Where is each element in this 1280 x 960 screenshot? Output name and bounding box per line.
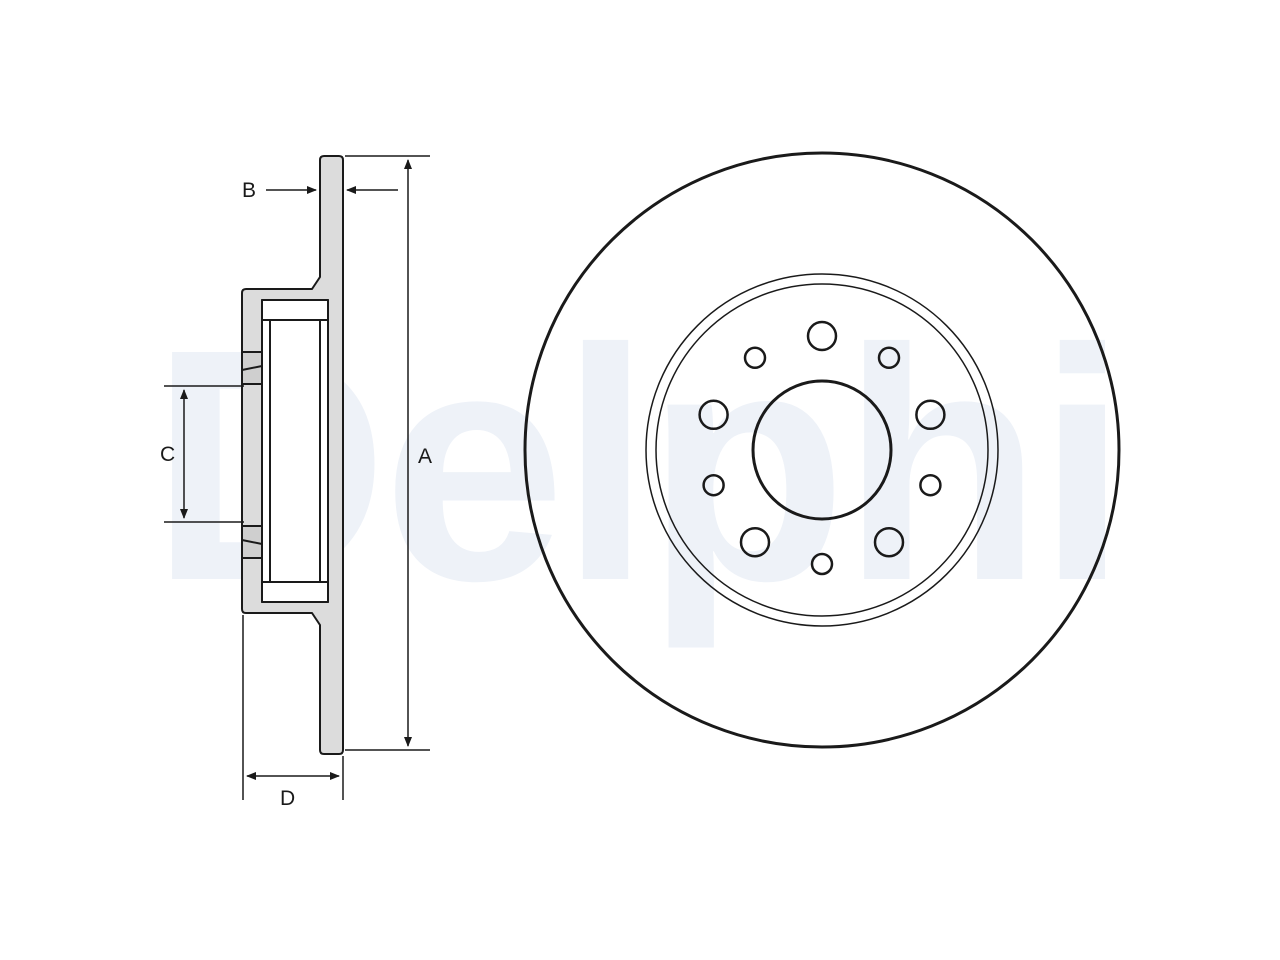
dimension-a	[345, 155, 430, 751]
locating-hole	[919, 473, 942, 497]
hat-outer-ring	[645, 273, 999, 627]
dimension-c	[164, 385, 244, 523]
locating-hole	[743, 346, 767, 370]
center-bore	[751, 379, 893, 521]
disc-outer-edge	[523, 151, 1121, 749]
hat-inner-ring	[655, 283, 989, 617]
side-section-view	[241, 155, 344, 755]
bolt-hole	[739, 526, 771, 558]
label-b: B	[242, 179, 257, 202]
bolt-hole	[873, 526, 905, 558]
label-d: D	[280, 787, 296, 810]
dimension-d	[242, 615, 344, 800]
bolt-hole	[915, 399, 946, 431]
bolt-hole	[698, 399, 729, 431]
label-c: C	[160, 443, 176, 466]
bolt-hole	[806, 320, 838, 352]
locating-hole	[810, 552, 834, 576]
hole-pattern	[698, 320, 946, 576]
locating-hole	[877, 346, 901, 370]
label-a: A	[418, 445, 433, 468]
locating-hole	[702, 473, 725, 497]
hub-inner-face	[261, 299, 329, 603]
front-view	[523, 151, 1121, 749]
